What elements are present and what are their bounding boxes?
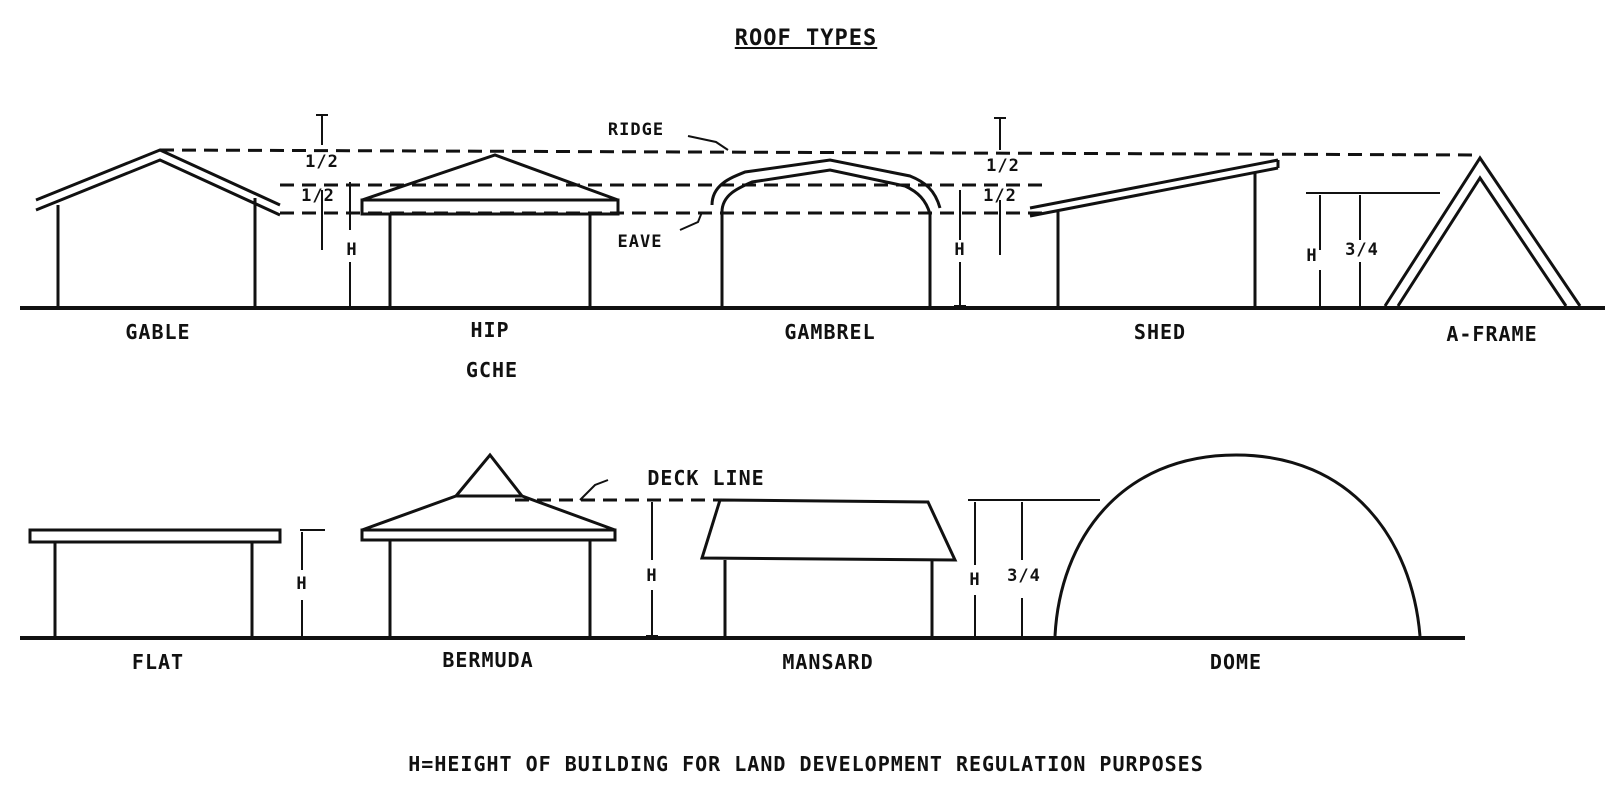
ridge-label: RIDGE [607, 120, 665, 140]
height-label-1: H [346, 240, 358, 260]
half-label-c: 1/2 [986, 156, 1020, 176]
height-dimension-2 [954, 117, 1006, 307]
gable-roof-drawing [35, 148, 281, 306]
shed-roof-drawing [1029, 158, 1280, 306]
roof-name-hip-sub: GCHE [465, 358, 519, 382]
height-label-dome: H [969, 570, 981, 590]
mansard-roof-drawing [699, 498, 958, 636]
eave-label: EAVE [617, 232, 663, 252]
half-label-b: 1/2 [301, 186, 335, 206]
roof-name-hip: HIP [470, 318, 510, 342]
flat-roof-drawing [28, 528, 325, 636]
footer-caption: H=HEIGHT OF BUILDING FOR LAND DEVELOPMEN… [408, 752, 1204, 776]
ridge-line [159, 148, 1481, 157]
deck-line-arrow [579, 479, 609, 501]
height-dimension-3 [646, 502, 658, 637]
height-dimension-4 [968, 499, 1100, 636]
bermuda-roof-drawing [360, 452, 617, 636]
half-label-a: 1/2 [305, 152, 339, 172]
roof-name-a-frame: A-FRAME [1446, 322, 1538, 346]
height-dimension-1 [316, 114, 351, 306]
height-label-mansard: H [646, 566, 658, 586]
hip-roof-drawing [360, 153, 620, 306]
gambrel-roof-drawing [710, 158, 942, 306]
height-label-2: H [954, 240, 966, 260]
roof-name-bermuda: BERMUDA [442, 648, 534, 672]
roof-name-mansard: MANSARD [782, 650, 874, 674]
eave-arrow [679, 211, 703, 231]
roof-name-gable: GABLE [125, 320, 191, 344]
page-title: ROOF TYPES [734, 26, 878, 51]
half-label-d: 1/2 [983, 186, 1017, 206]
roof-name-dome: DOME [1209, 650, 1263, 674]
deck-line-label: DECK LINE [647, 466, 765, 490]
roof-name-gambrel: GAMBREL [784, 320, 876, 344]
three-quarter-label-1: 3/4 [1345, 240, 1379, 260]
height-label-flat: H [296, 574, 308, 594]
three-quarter-label-2: 3/4 [1007, 566, 1041, 586]
roof-name-flat: FLAT [131, 650, 185, 674]
a-frame-roof-drawing [1306, 155, 1582, 307]
roof-name-shed: SHED [1133, 320, 1187, 344]
dome-roof-drawing [1053, 453, 1422, 637]
ridge-arrow [687, 135, 729, 151]
height-label-3: H [1306, 246, 1318, 266]
